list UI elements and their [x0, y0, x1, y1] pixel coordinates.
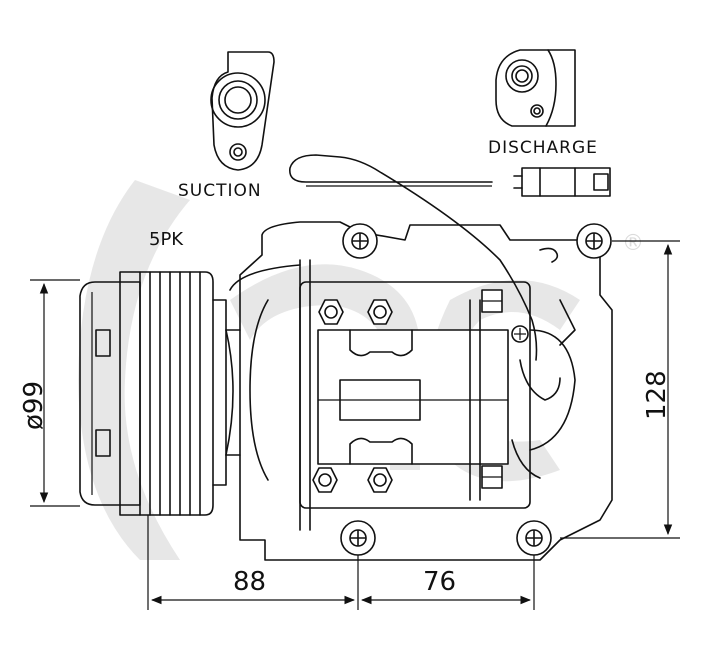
dimension-height-label: 128: [642, 370, 672, 420]
bolts: [312, 289, 529, 493]
ground-screw: [511, 325, 529, 343]
dimension-pulley-diameter: [30, 279, 80, 507]
bolt-bottom-right: [367, 467, 393, 493]
dimension-height: [560, 240, 680, 539]
bolt-top-right: [367, 299, 393, 325]
electrical-connector: [289, 154, 611, 361]
mounting-ear-top-left: [342, 223, 378, 259]
dimension-pulley-diameter-label: ø99: [19, 381, 49, 430]
bolt-bottom-left: [312, 467, 338, 493]
discharge-flange: [495, 49, 576, 127]
dimension-width-left-label: 88: [233, 567, 266, 597]
discharge-label: DISCHARGE: [488, 138, 598, 158]
clutch-pulley: [79, 271, 234, 516]
mounting-ear-top-right: [576, 223, 612, 259]
suction-label: SUCTION: [178, 181, 262, 201]
bolt-side-bottom: [481, 465, 503, 489]
bolt-side-top: [481, 289, 503, 313]
belt-type-label: 5PK: [149, 229, 184, 250]
dimension-widths: [147, 515, 535, 610]
bolt-top-left: [318, 299, 344, 325]
mounting-ear-bottom-left: [340, 520, 376, 556]
mounting-ear-bottom-right: [516, 520, 552, 556]
compressor-body: [225, 221, 613, 561]
dimension-width-right-label: 76: [423, 567, 456, 597]
suction-flange: [210, 51, 275, 171]
watermark-registered-mark: ®: [622, 231, 644, 256]
